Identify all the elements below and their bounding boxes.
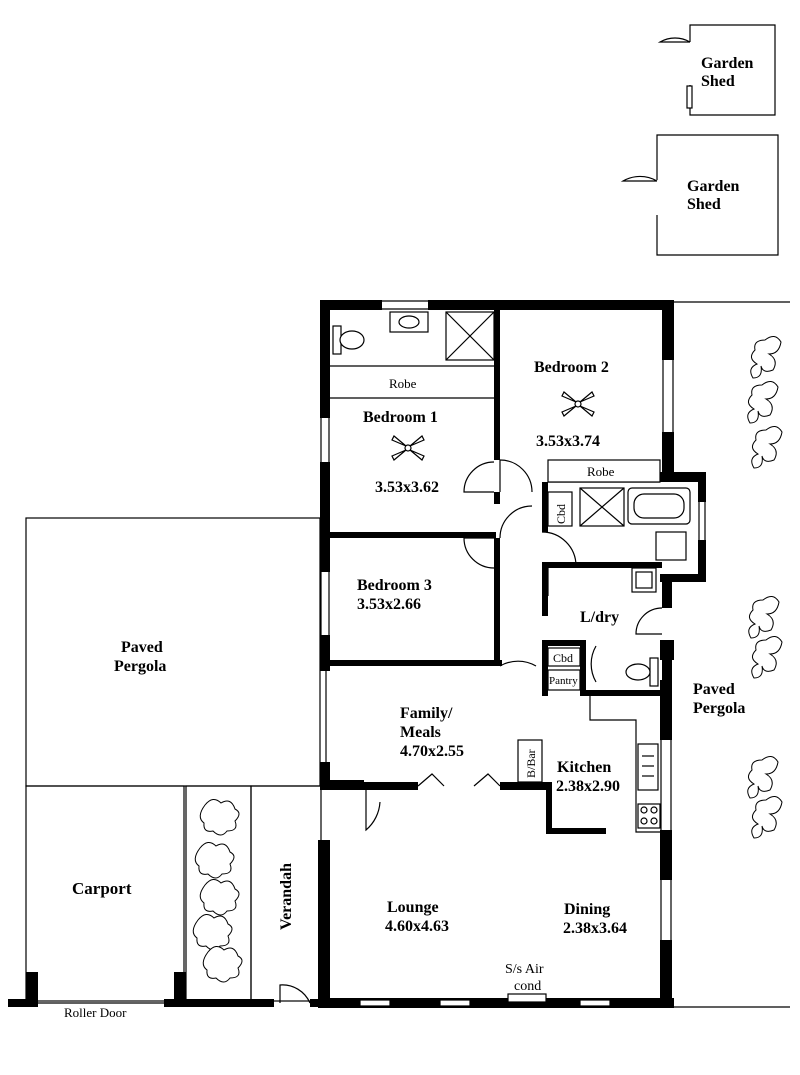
- paved-pergola-left-label-a: Paved: [121, 639, 163, 656]
- family-label-a: Family/: [400, 705, 453, 722]
- bathroom-fixtures: [579, 487, 691, 561]
- carport-label: Carport: [72, 879, 132, 898]
- paved-pergola-right-label-a: Paved: [693, 681, 735, 698]
- aircon-label-b: cond: [514, 979, 541, 994]
- paved-pergola-right-label-b: Pergola: [693, 700, 745, 717]
- dining-size: 2.38x3.64: [563, 920, 627, 937]
- carport: Carport: [25, 785, 185, 1002]
- family-size: 4.70x2.55: [400, 743, 464, 760]
- garden-bed: [185, 785, 252, 1002]
- bedroom1-size: 3.53x3.62: [375, 479, 439, 496]
- bedroom3-name: Bedroom 3: [357, 577, 432, 594]
- roller-door-label: Roller Door: [64, 1005, 127, 1020]
- dining-name: Dining: [564, 901, 610, 918]
- cbd-label-bathroom: Cbd: [554, 504, 568, 524]
- pantry-box: [547, 669, 581, 691]
- ceiling-fan-icon-bedroom1: [391, 435, 425, 461]
- verandah-label: Verandah: [278, 863, 295, 930]
- garden-shed-label-2a: Garden: [687, 178, 740, 195]
- hedge-icons: [747, 336, 783, 839]
- ceiling-fan-icon-bedroom2: [561, 391, 595, 417]
- exterior-walls: [318, 300, 706, 1008]
- cbd-bathroom: [547, 491, 573, 527]
- garden-shed-small: Garden Shed: [657, 24, 776, 116]
- garden-shed-large: Garden Shed: [620, 134, 779, 256]
- cbd-hall: [547, 647, 581, 667]
- bedroom2-size: 3.53x3.74: [536, 433, 600, 450]
- shrub-icons: [192, 799, 243, 983]
- kitchen-name: Kitchen: [557, 759, 611, 776]
- ensuite-fixtures: [332, 311, 495, 361]
- bedroom1-name: Bedroom 1: [363, 409, 438, 426]
- lounge-name: Lounge: [387, 899, 439, 916]
- bedroom2-name: Bedroom 2: [534, 359, 609, 376]
- laundry-label: L/dry: [580, 609, 619, 626]
- aircon-unit: [507, 993, 547, 1003]
- cbd-label-hall: Cbd: [553, 651, 573, 665]
- verandah: Verandah: [250, 785, 322, 1002]
- roller-door: Roller Door: [8, 972, 274, 1020]
- pantry-label: Pantry: [549, 675, 578, 687]
- bedroom3-size: 3.53x2.66: [357, 596, 421, 613]
- paved-pergola-right: Paved Pergola: [672, 301, 790, 1008]
- garden-shed-label-1b: Shed: [701, 73, 735, 90]
- verandah-door: [279, 984, 320, 1007]
- lounge-size: 4.60x4.63: [385, 918, 449, 935]
- family-label-b: Meals: [400, 724, 441, 741]
- robe-label-bedroom2: Robe: [587, 464, 615, 479]
- garden-shed-label-2b: Shed: [687, 196, 721, 213]
- kitchen-size: 2.38x2.90: [556, 778, 620, 795]
- windows: [320, 300, 706, 1007]
- garden-shed-label-1a: Garden: [701, 55, 754, 72]
- interior-walls: [330, 310, 662, 834]
- paved-pergola-left-label-b: Pergola: [114, 658, 166, 675]
- aircon-label-a: S/s Air: [505, 962, 544, 977]
- doors: [365, 459, 663, 833]
- bbar-label: B/Bar: [524, 749, 538, 778]
- robe-bedroom2: [547, 459, 661, 483]
- laundry-fixtures: [631, 567, 657, 593]
- paved-pergola-left: Paved Pergola: [25, 517, 321, 787]
- robe-label-bedroom1: Robe: [389, 376, 417, 391]
- ceiling-fans: [391, 391, 595, 461]
- kitchen-fixtures: [517, 696, 661, 833]
- wc-fixtures: [625, 657, 659, 687]
